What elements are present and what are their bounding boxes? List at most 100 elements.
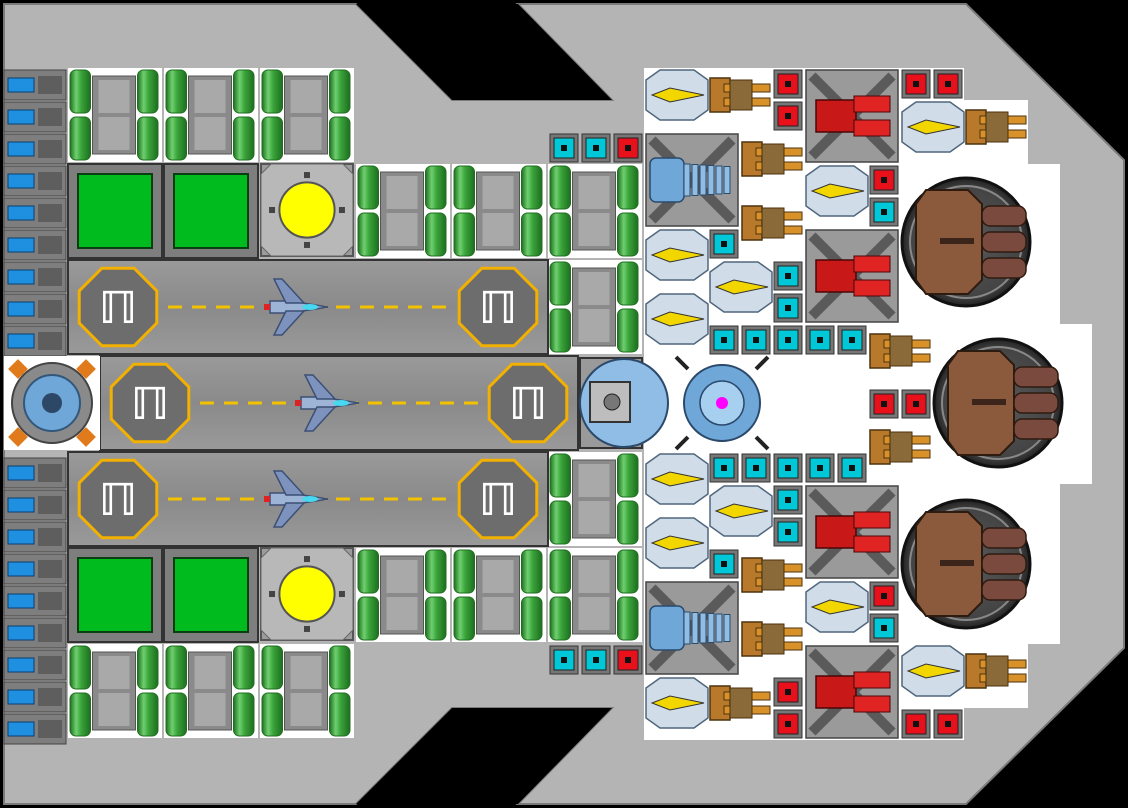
power-chip: [773, 325, 803, 355]
heavy-cannon-bottom: [900, 498, 1032, 630]
power-chip: [901, 389, 931, 419]
power-chip: [581, 645, 611, 675]
power-chip: [773, 517, 803, 547]
railgun-turret: [645, 133, 739, 227]
power-chip: [709, 325, 739, 355]
laser-turret: [805, 645, 899, 739]
storage-block: [67, 547, 163, 643]
power-chip: [741, 453, 771, 483]
power-chip: [773, 677, 803, 707]
autocannon-turret: [965, 109, 1027, 145]
fighter-middle: [295, 374, 360, 432]
hangar-pad-glyph: ℿ: [509, 379, 547, 430]
power-chip: [933, 709, 963, 739]
light-turret: [709, 485, 773, 537]
battery-cell: [3, 617, 67, 649]
battery-cell: [3, 585, 67, 617]
power-chip: [869, 197, 899, 227]
light-turret: [805, 165, 869, 217]
light-turret: [645, 229, 709, 281]
power-chip: [869, 389, 899, 419]
power-chip: [741, 325, 771, 355]
power-chip: [933, 69, 963, 99]
light-turret: [645, 677, 709, 729]
hangar-pad-glyph: ℿ: [479, 283, 517, 334]
landing-pad: [487, 362, 569, 444]
battery-cell: [3, 649, 67, 681]
power-chip: [869, 613, 899, 643]
power-chip: [709, 549, 739, 579]
fuel-tank-blocks: [68, 68, 642, 738]
hangar-pad-glyph: ℿ: [131, 379, 169, 430]
fighter-top: [264, 278, 329, 336]
power-chip: [709, 229, 739, 259]
fuel-tank: [356, 164, 450, 258]
hangar-pad-glyph: ℿ: [99, 283, 137, 334]
cargo-blocks: [67, 163, 259, 643]
power-chip: [773, 69, 803, 99]
battery-column: [3, 69, 67, 745]
battery-cell: [3, 713, 67, 745]
fuel-tank: [164, 68, 258, 162]
fuel-tank: [548, 548, 642, 642]
fuel-tank: [452, 164, 546, 258]
power-chip: [773, 261, 803, 291]
autocannon-turret: [741, 141, 803, 177]
reactor-core-top: [260, 163, 354, 257]
nose-assembly: [579, 357, 669, 449]
power-chip: [709, 453, 739, 483]
battery-cell: [3, 489, 67, 521]
battery-cell: [3, 325, 67, 357]
power-chip: [549, 645, 579, 675]
battery-cell: [3, 197, 67, 229]
fuel-tank: [68, 644, 162, 738]
autocannon-turret: [965, 653, 1027, 689]
autocannon-turret: [741, 621, 803, 657]
battery-cell: [3, 261, 67, 293]
battery-cell: [3, 681, 67, 713]
storage-block: [163, 163, 259, 259]
storage-block: [67, 163, 163, 259]
battery-cell: [3, 133, 67, 165]
fuel-tank: [164, 644, 258, 738]
power-chip: [581, 133, 611, 163]
heavy-cannon-middle: [932, 337, 1064, 469]
laser-turret: [805, 229, 899, 323]
battery-cell: [3, 229, 67, 261]
landing-pad: [457, 458, 539, 540]
battery-cell: [3, 457, 67, 489]
light-turret: [805, 581, 869, 633]
launch-pad: [77, 266, 159, 348]
light-turret: [645, 453, 709, 505]
power-chip: [773, 293, 803, 323]
autocannon-turret: [741, 557, 803, 593]
shield-generator: [674, 355, 770, 451]
power-chip: [773, 101, 803, 131]
power-chip: [773, 453, 803, 483]
power-chip: [869, 581, 899, 611]
fuel-tank: [260, 68, 354, 162]
fuel-tank: [548, 452, 642, 546]
battery-cell: [3, 101, 67, 133]
autocannon-turret: [869, 333, 931, 369]
laser-turret: [805, 69, 899, 163]
fuel-tank: [548, 164, 642, 258]
landing-pad: [457, 266, 539, 348]
power-chip: [901, 709, 931, 739]
hangar-pad-glyph: ℿ: [99, 475, 137, 526]
fighter-bottom: [264, 470, 329, 528]
fuel-tank: [260, 644, 354, 738]
hull-notch-top: [356, 4, 612, 100]
power-chip: [773, 709, 803, 739]
battery-cell: [3, 293, 67, 325]
light-turret: [645, 293, 709, 345]
light-turret: [901, 645, 965, 697]
power-chip: [837, 325, 867, 355]
autocannon-turret: [709, 77, 771, 113]
fuel-tank: [356, 548, 450, 642]
battery-cell: [3, 165, 67, 197]
hangar-pad-glyph: ℿ: [479, 475, 517, 526]
